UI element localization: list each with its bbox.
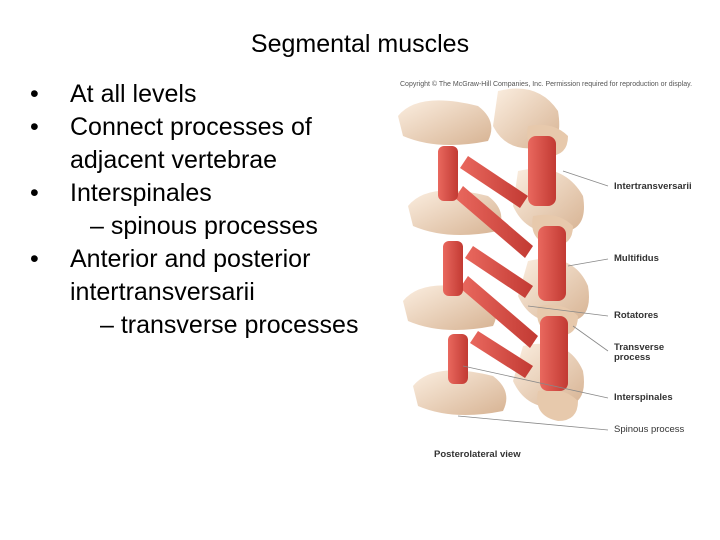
sub-bullet: – spinous processes bbox=[90, 212, 318, 240]
bullet-item: • At all levels bbox=[30, 78, 375, 111]
sub-bullet: – transverse processes bbox=[100, 311, 359, 339]
copyright-notice: Copyright © The McGraw-Hill Companies, I… bbox=[400, 81, 693, 88]
bullet-text: Connect processes of adjacent vertebrae bbox=[70, 113, 312, 174]
label-interspinales: Interspinales bbox=[614, 392, 673, 403]
bullet-dot: • bbox=[30, 245, 39, 273]
bullet-text: Interspinales bbox=[70, 179, 212, 207]
label-spinous-process: Spinous process bbox=[614, 424, 685, 435]
bullet-dot: • bbox=[30, 80, 39, 108]
label-transverse-process: Transverse process bbox=[614, 342, 665, 363]
label-multifidus: Multifidus bbox=[614, 253, 659, 264]
bullet-item: • Anterior and posterior intertransversa… bbox=[30, 243, 375, 309]
intertransversarii-muscles bbox=[528, 136, 568, 391]
bullet-list: • At all levels • Connect processes of a… bbox=[30, 78, 375, 342]
bullet-item: • Interspinales bbox=[30, 177, 375, 210]
bullet-text: Anterior and posterior intertransversari… bbox=[70, 245, 311, 306]
label-rotatores: Rotatores bbox=[614, 310, 659, 321]
bullet-text: At all levels bbox=[70, 80, 197, 108]
label-intertransversarii: Intertransversarii bbox=[614, 181, 692, 192]
bullet-item: • Connect processes of adjacent vertebra… bbox=[30, 111, 375, 177]
leader-lines bbox=[457, 170, 609, 431]
spine-illustration bbox=[398, 88, 609, 431]
bullet-dot: • bbox=[30, 113, 39, 141]
multifidus-rotatores-muscles bbox=[455, 156, 538, 378]
bullet-dot: • bbox=[30, 179, 39, 207]
slide-title: Segmental muscles bbox=[250, 30, 470, 58]
interspinales-muscles bbox=[438, 146, 468, 384]
figure-caption: Posterolateral view bbox=[434, 449, 521, 460]
